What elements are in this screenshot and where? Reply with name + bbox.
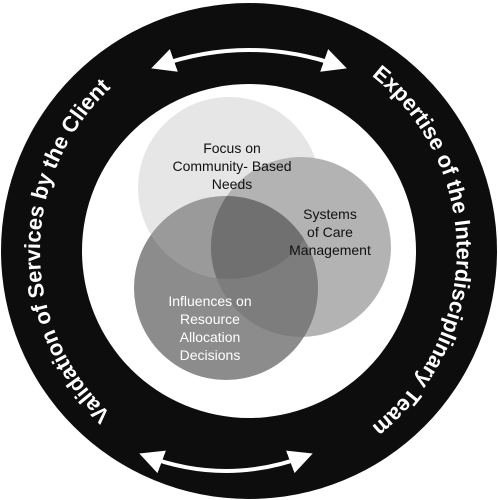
venn-label-top: Focus on Community- Based Needs: [172, 140, 291, 192]
bottom-double-arrow-icon: [139, 450, 313, 474]
svg-text:Decisions: Decisions: [180, 347, 241, 363]
venn-label-right: Systems of Care Management: [289, 206, 371, 258]
svg-text:Allocation: Allocation: [180, 329, 241, 345]
svg-text:Focus on: Focus on: [203, 140, 261, 156]
svg-text:Needs: Needs: [212, 176, 252, 192]
svg-text:of Care: of Care: [307, 224, 353, 240]
venn-overlap-center: [211, 196, 318, 279]
svg-text:Community- Based: Community- Based: [172, 158, 291, 174]
top-double-arrow-icon: [151, 48, 347, 72]
svg-text:Influences on: Influences on: [168, 293, 251, 309]
svg-text:Management: Management: [289, 242, 371, 258]
svg-text:Resource: Resource: [180, 311, 240, 327]
venn-label-bottom: Influences on Resource Allocation Decisi…: [168, 293, 251, 363]
svg-text:Systems: Systems: [303, 206, 357, 222]
